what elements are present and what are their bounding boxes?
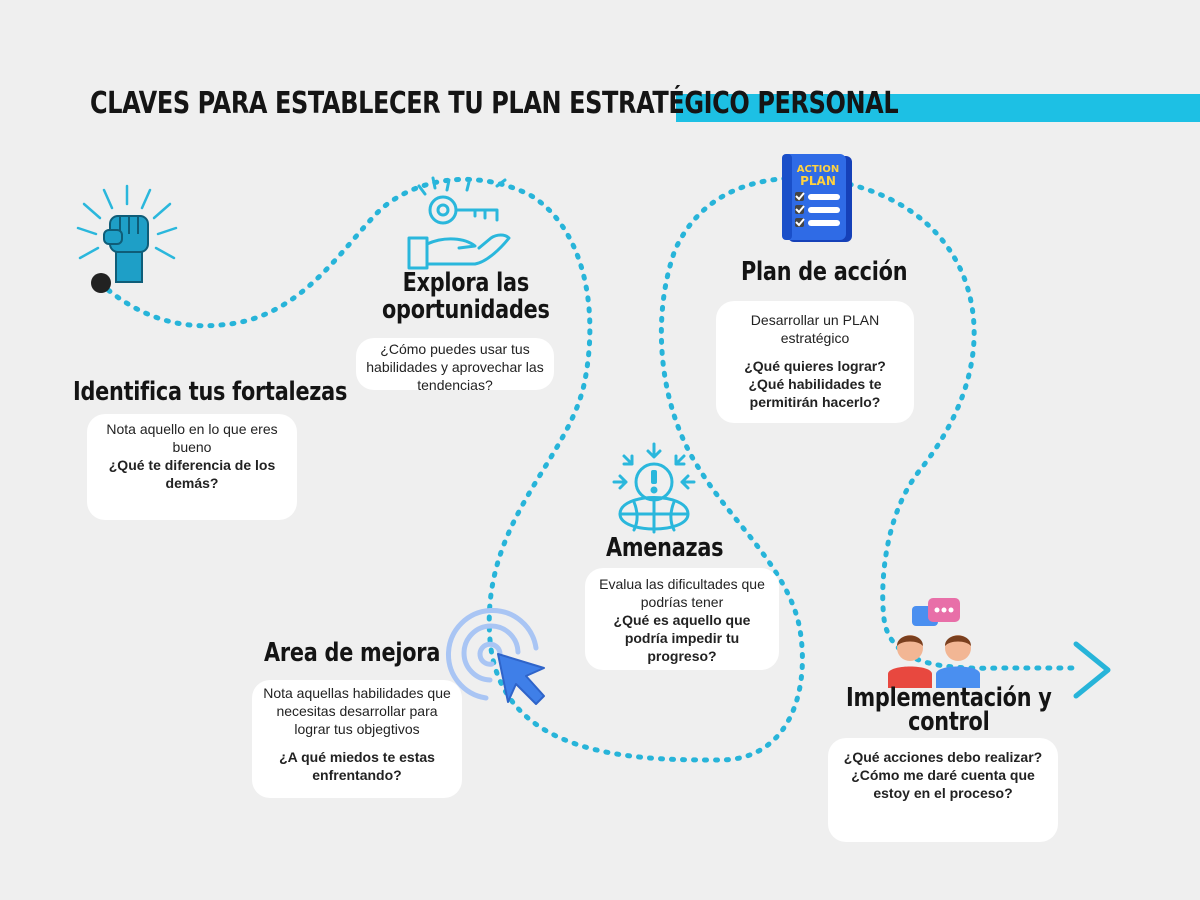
- plan-question-2: ¿Qué habilidades te permitirán hacerlo?: [748, 376, 882, 410]
- heading-oportunidades-line1: Explora las: [402, 268, 530, 298]
- fortalezas-text: Nota aquello en lo que eres bueno: [106, 421, 278, 455]
- heading-amenazas: Amenazas: [606, 533, 724, 563]
- action-plan-badge-line1: ACTION: [797, 164, 840, 175]
- heading-implementacion-line2: control: [908, 707, 990, 737]
- card-plan: Desarrollar un PLAN estratégico ¿Qué qui…: [716, 301, 914, 423]
- card-mejora: Nota aquellas habilidades que necesitas …: [252, 680, 462, 798]
- card-oportunidades: ¿Cómo puedes usar tus habilidades y apro…: [356, 338, 554, 393]
- heading-plan: Plan de acción: [741, 257, 908, 287]
- raised-fist-icon: [76, 184, 178, 283]
- chevron-right-icon: [1073, 641, 1111, 699]
- heading-mejora: Area de mejora: [264, 638, 441, 668]
- globe-alert-icon: [612, 442, 696, 534]
- plan-question-1: ¿Qué quieres lograr?: [744, 358, 886, 374]
- action-plan-book-icon: ACTION PLAN: [782, 154, 852, 242]
- implementacion-question-2: ¿Cómo me daré cuenta que estoy en el pro…: [851, 767, 1035, 801]
- mejora-question: ¿A qué miedos te estas enfrentando?: [279, 749, 435, 783]
- heading-fortalezas: Identifica tus fortalezas: [73, 377, 348, 407]
- heading-oportunidades: Explora las oportunidades: [382, 270, 550, 324]
- amenazas-question: ¿Qué es aquello que podría impedir tu pr…: [613, 612, 751, 664]
- start-dot: [91, 273, 111, 293]
- mejora-text: Nota aquellas habilidades que necesitas …: [263, 685, 451, 737]
- action-plan-badge-line2: PLAN: [800, 174, 836, 188]
- card-amenazas: Evalua las dificultades que podrías tene…: [585, 568, 779, 670]
- fortalezas-question: ¿Qué te diferencia de los demás?: [108, 457, 276, 491]
- heading-oportunidades-line2: oportunidades: [382, 295, 550, 325]
- plan-text: Desarrollar un PLAN estratégico: [750, 312, 880, 346]
- implementacion-question-1: ¿Qué acciones debo realizar?: [843, 749, 1043, 765]
- heading-implementacion-line1: Implementación y: [846, 683, 1052, 713]
- title-accent-bar: [676, 94, 1200, 122]
- card-fortalezas: Nota aquello en lo que eres bueno ¿Qué t…: [87, 414, 297, 520]
- heading-implementacion: Implementación y control: [846, 683, 1052, 737]
- card-implementacion: ¿Qué acciones debo realizar? ¿Cómo me da…: [828, 738, 1058, 842]
- target-cursor-icon: [446, 608, 545, 705]
- page-title: CLAVES PARA ESTABLECER TU PLAN ESTRATÉGI…: [90, 86, 899, 121]
- key-in-hand-icon: [407, 176, 511, 270]
- oportunidades-text: ¿Cómo puedes usar tus habilidades y apro…: [366, 341, 544, 393]
- people-chat-icon: [888, 598, 980, 688]
- amenazas-text: Evalua las dificultades que podrías tene…: [599, 576, 765, 610]
